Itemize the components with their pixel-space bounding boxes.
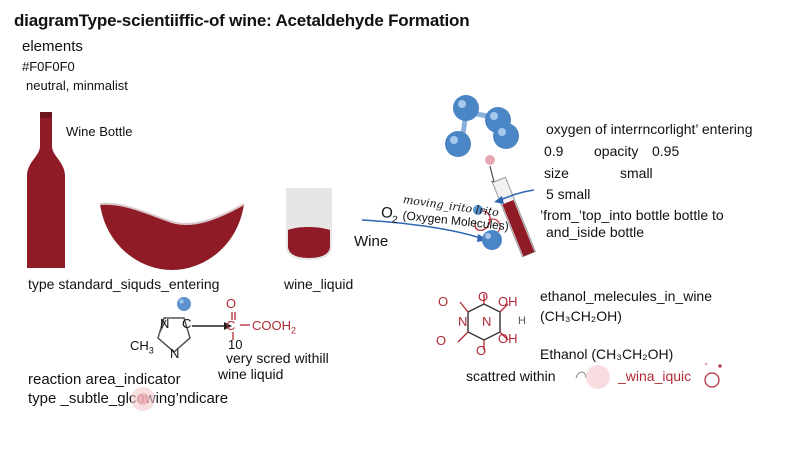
wine-bottle-icon — [27, 112, 65, 268]
wine-bowl-illustration — [99, 202, 245, 270]
reaction-atom-n2: N — [170, 346, 180, 361]
product-cooh: COOH2 — [252, 318, 296, 336]
scatter-tag-label: _wina_iquic — [618, 368, 692, 384]
struct-n-right: N — [482, 314, 492, 329]
product-number: 10 — [228, 337, 243, 352]
methyl-text: CH — [130, 338, 149, 353]
oxygen-direction-line1: ’from_’top_into bottle bottle to — [540, 207, 724, 223]
glow-indicator-icon — [131, 387, 155, 411]
reaction-atom-c: C — [182, 316, 192, 331]
reaction-methyl-label: CH3 — [130, 338, 154, 356]
struct-o-bottom: O — [476, 343, 487, 358]
reaction-area-label-line2: type _subtle_glcowing’ndicare — [28, 390, 229, 407]
header-color-label: #F0F0F0 — [22, 59, 75, 74]
oxygen-count-label: 5 small — [546, 186, 591, 202]
struct-o-left: O — [436, 333, 447, 348]
struct-oh-bottom: OH — [498, 331, 518, 346]
reaction-note-line1: very scred withill — [226, 350, 329, 366]
opacity-end-value: 0.95 — [652, 143, 680, 159]
opacity-label: opacity — [594, 143, 639, 159]
reaction-atom-n1: N — [160, 316, 170, 331]
wine-liquid-label: wine_liquid — [284, 276, 354, 292]
wine-glass-illustration — [286, 188, 332, 260]
wine-label: Wine — [354, 233, 389, 250]
oxygen-caption-line1: oxygen of interrncorlight’ entering — [546, 121, 753, 137]
size-label: size — [544, 165, 569, 181]
type-standard-label: type standard_siquds_entering — [28, 276, 220, 292]
struct-h: H — [518, 315, 526, 327]
reaction-structure-diagram — [157, 317, 232, 353]
oxygen-entry-diagram — [361, 155, 537, 258]
header-style-label: neutral, minmalist — [26, 78, 128, 93]
product-carbon: C — [226, 318, 236, 333]
struct-n-left: N — [458, 314, 468, 329]
product-oxygen: O — [226, 296, 237, 311]
scatter-prefix-label: scattred within — [466, 368, 556, 384]
scatter-glow-icon — [575, 362, 722, 389]
diagram-title: diagramType-scientiiffic-of wine: Acetal… — [14, 11, 470, 30]
methyl-subscript: 3 — [148, 345, 154, 356]
cooh-subscript: 2 — [291, 325, 297, 336]
header-elements-label: elements — [22, 38, 83, 55]
struct-oh-top: OH — [498, 294, 518, 309]
cooh-text: COOH — [252, 318, 291, 333]
ethanol-label-line1: ethanol_melecules_in_wine — [540, 288, 713, 304]
opacity-start-value: 0.9 — [544, 143, 564, 159]
oxygen-molecule-cluster-icon — [445, 95, 519, 157]
oxygen-direction-line2: and_iside bottle — [546, 224, 645, 240]
struct-o-top-right: O — [478, 289, 489, 304]
ethanol-label-line2: (CH₃CH₂OH) — [540, 308, 622, 324]
ethanol-formula-line: Ethanol (CH₃CH₂OH) — [540, 346, 674, 362]
wine-bottle-label: Wine Bottle — [66, 124, 133, 139]
product-bonds — [231, 312, 250, 340]
reaction-note-line2: wine liquid — [218, 366, 284, 382]
reaction-area-label-line1: reaction area_indicator — [28, 371, 181, 388]
ethanol-ring-structure — [457, 294, 509, 350]
o2-subscript: 2 — [391, 214, 399, 226]
reaction-sphere-icon — [177, 297, 191, 311]
struct-o-top-left: O — [438, 294, 449, 309]
size-value: small — [620, 165, 653, 181]
